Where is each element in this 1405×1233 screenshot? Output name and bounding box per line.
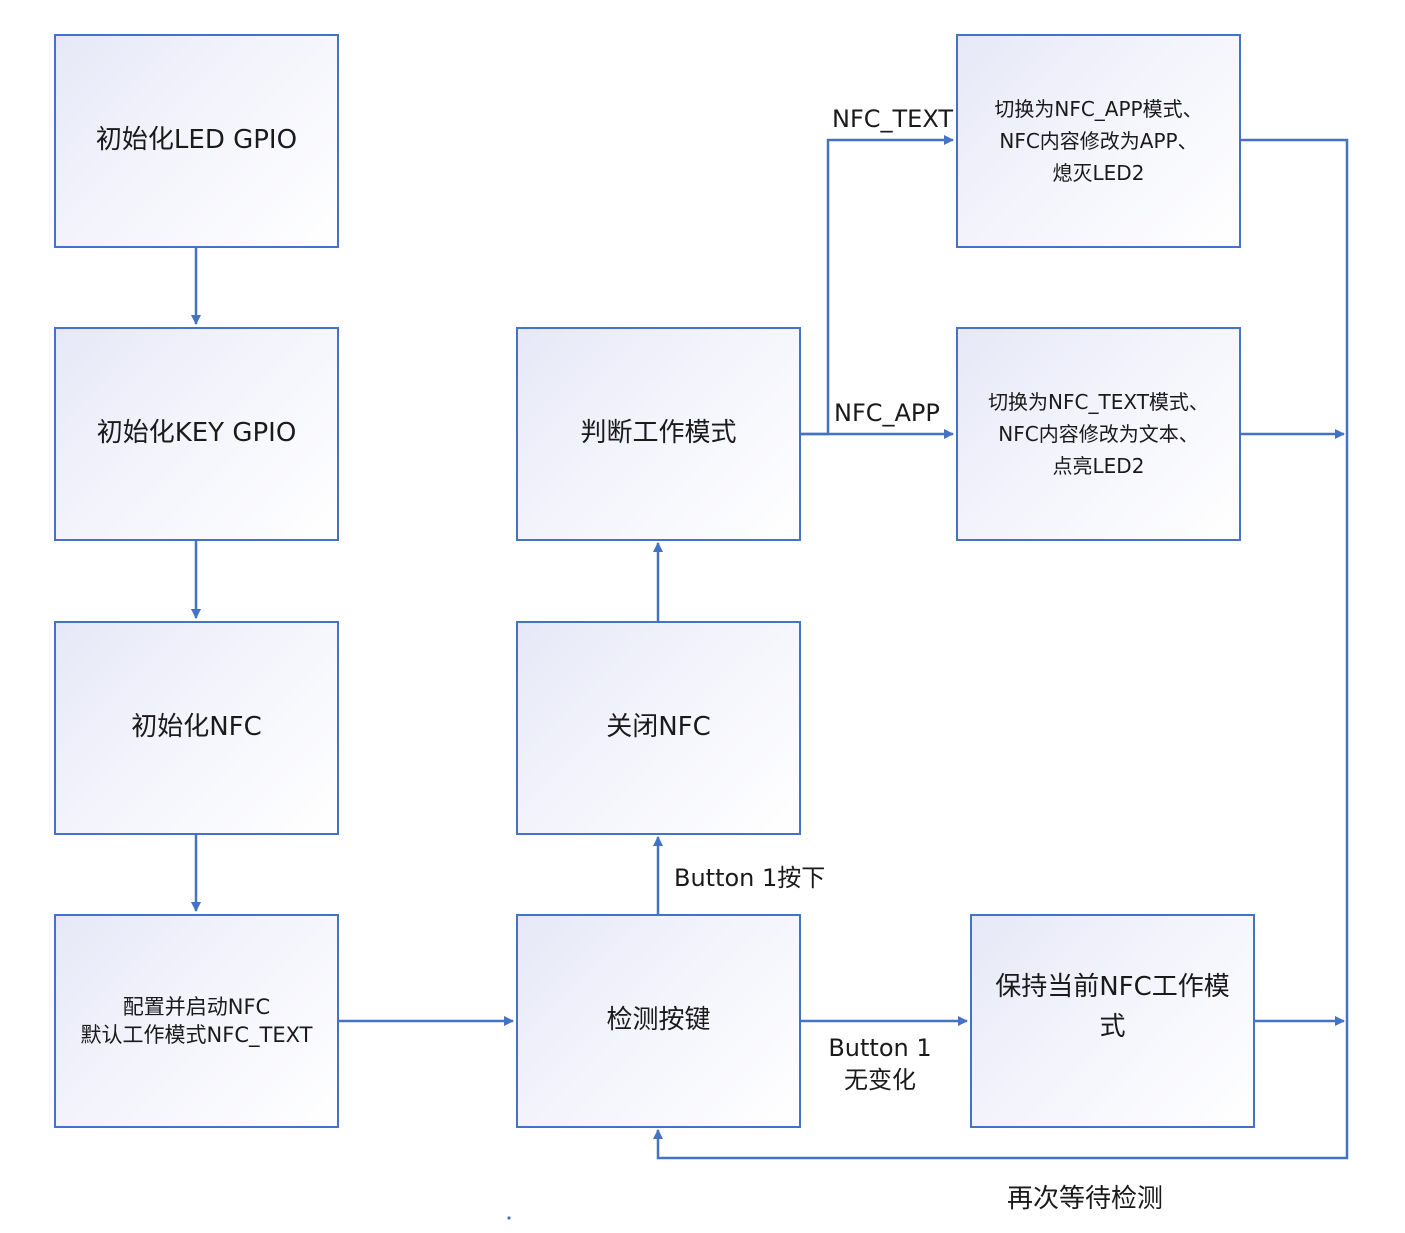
edge-label-nfc-app: NFC_APP — [834, 399, 940, 427]
node-init-led-label: 初始化LED GPIO — [95, 125, 298, 156]
node-switch-app-line-3: 熄灭LED2 — [1052, 161, 1145, 185]
node-keep-mode-label: 保持当前NFC工作模 式 — [995, 967, 1230, 1048]
node-switch-text-label: 切换为NFC_TEXT模式、 NFC内容修改为文本、 点亮LED2 — [988, 386, 1209, 482]
node-judge-mode-label: 判断工作模式 — [580, 418, 737, 449]
node-keep-mode-line-2: 式 — [1099, 1012, 1126, 1042]
node-switch-text: 切换为NFC_TEXT模式、 NFC内容修改为文本、 点亮LED2 — [956, 327, 1241, 541]
node-switch-app-line-1: 切换为NFC_APP模式、 — [994, 97, 1203, 121]
edge-label-nfc-text: NFC_TEXT — [832, 105, 954, 133]
node-config-nfc-line-2: 默认工作模式NFC_TEXT — [80, 1023, 313, 1047]
node-switch-text-line-1: 切换为NFC_TEXT模式、 — [988, 390, 1209, 414]
node-switch-text-line-3: 点亮LED2 — [1052, 454, 1145, 478]
stray-dot — [507, 1216, 511, 1220]
node-keep-mode: 保持当前NFC工作模 式 — [970, 914, 1255, 1128]
node-config-nfc: 配置并启动NFC 默认工作模式NFC_TEXT — [54, 914, 339, 1128]
edge-label-button-nochange: Button 1 无变化 — [818, 1032, 942, 1097]
node-init-nfc-label: 初始化NFC — [131, 712, 262, 743]
edge-label-button-pressed: Button 1按下 — [674, 864, 826, 892]
node-close-nfc-label: 关闭NFC — [606, 712, 711, 743]
node-config-nfc-line-1: 配置并启动NFC — [122, 994, 271, 1019]
edge-label-button-nochange-line-1: Button 1 — [828, 1034, 932, 1062]
node-keep-mode-line-1: 保持当前NFC工作模 — [995, 971, 1230, 1002]
node-switch-text-line-2: NFC内容修改为文本、 — [998, 422, 1199, 446]
node-detect-key-label: 检测按键 — [606, 1005, 711, 1036]
edge-label-button-nochange-line-2: 无变化 — [844, 1066, 916, 1095]
node-init-nfc: 初始化NFC — [54, 621, 339, 835]
node-config-nfc-label: 配置并启动NFC 默认工作模式NFC_TEXT — [81, 993, 313, 1050]
node-switch-app-label: 切换为NFC_APP模式、 NFC内容修改为APP、 熄灭LED2 — [994, 93, 1202, 189]
node-switch-app: 切换为NFC_APP模式、 NFC内容修改为APP、 熄灭LED2 — [956, 34, 1241, 248]
line-switch-app-to-bus — [653, 138, 1349, 1160]
node-detect-key: 检测按键 — [516, 914, 801, 1128]
node-init-key: 初始化KEY GPIO — [54, 327, 339, 541]
node-switch-app-line-2: NFC内容修改为APP、 — [999, 129, 1198, 153]
node-init-led: 初始化LED GPIO — [54, 34, 339, 248]
node-judge-mode: 判断工作模式 — [516, 327, 801, 541]
node-init-key-label: 初始化KEY GPIO — [96, 418, 297, 449]
node-close-nfc: 关闭NFC — [516, 621, 801, 835]
edge-label-wait-again: 再次等待检测 — [1007, 1184, 1164, 1214]
arrow-judge-to-switch-app — [800, 135, 954, 436]
